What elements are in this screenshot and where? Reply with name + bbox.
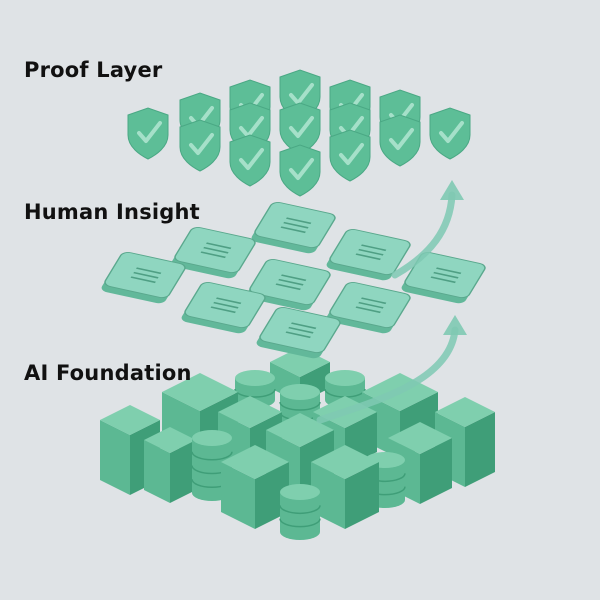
document-card bbox=[401, 252, 486, 304]
ai-foundation-blocks bbox=[100, 347, 495, 540]
document-card bbox=[251, 202, 336, 254]
arrow-head-icon bbox=[443, 315, 467, 335]
arrow-path bbox=[391, 191, 456, 279]
proof-layer-label: Proof Layer bbox=[24, 58, 163, 82]
human-insight-documents bbox=[101, 202, 486, 359]
document-card bbox=[326, 229, 411, 281]
database-cylinder bbox=[279, 484, 321, 540]
shield-check-icon bbox=[429, 107, 471, 160]
cube-block bbox=[221, 445, 289, 529]
shield-check-icon bbox=[179, 119, 221, 172]
shield-check-icon bbox=[379, 114, 421, 167]
document-card bbox=[326, 282, 411, 334]
document-card bbox=[256, 307, 341, 359]
document-card bbox=[101, 252, 186, 304]
proof-layer-shields bbox=[127, 69, 471, 197]
document-card bbox=[171, 227, 256, 279]
document-card bbox=[246, 259, 331, 311]
human-insight-label: Human Insight bbox=[24, 200, 200, 224]
arrow-path bbox=[316, 326, 459, 424]
ai-foundation-label: AI Foundation bbox=[24, 361, 192, 385]
cube-block bbox=[144, 427, 196, 503]
cube-block bbox=[311, 445, 379, 529]
flow-arrows-front bbox=[316, 180, 467, 424]
document-card bbox=[181, 282, 266, 334]
shield-check-icon bbox=[229, 134, 271, 187]
shield-check-icon bbox=[329, 129, 371, 182]
shield-check-icon bbox=[279, 144, 321, 197]
shield-check-icon bbox=[127, 107, 169, 160]
arrow-head-icon bbox=[440, 180, 464, 200]
